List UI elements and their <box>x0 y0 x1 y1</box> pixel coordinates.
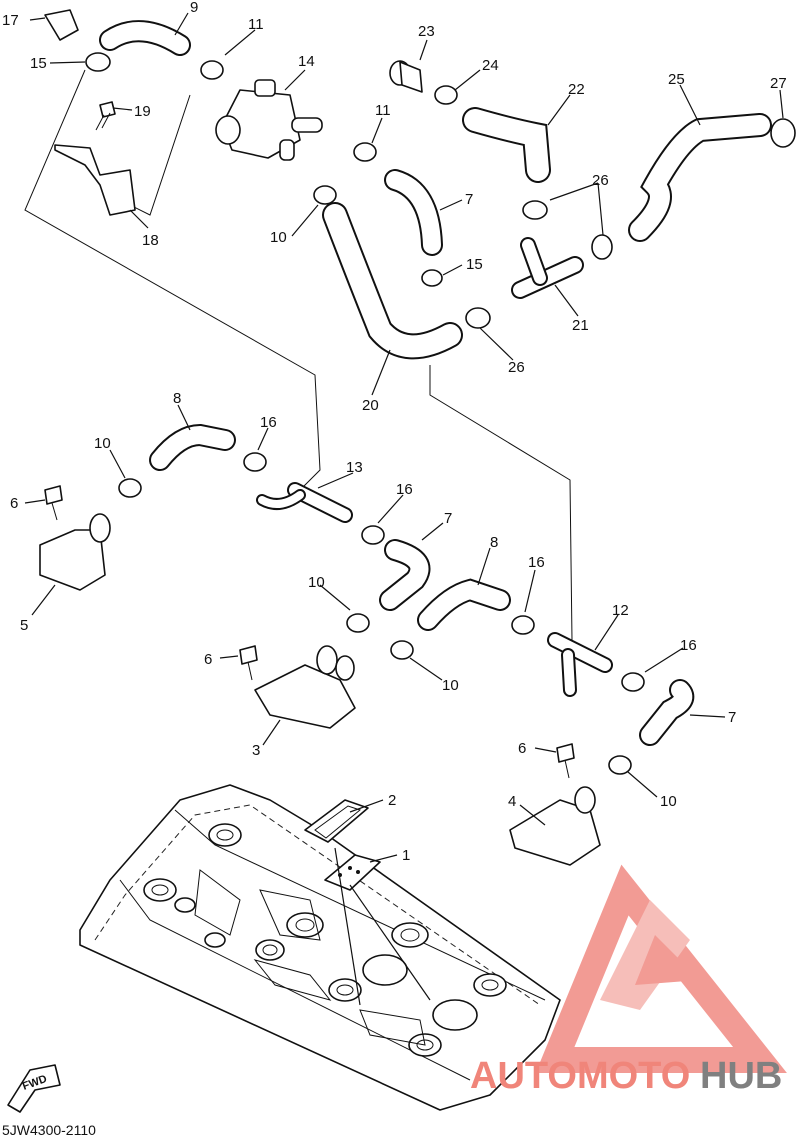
callout-25: 25 <box>668 71 685 88</box>
routing-lines <box>24 69 573 641</box>
diagram-code: 5JW4300-2110 <box>2 1122 96 1137</box>
callout-15b: 15 <box>466 256 483 273</box>
callout-11: 11 <box>248 16 264 33</box>
callout-16a: 16 <box>260 414 277 431</box>
watermark-primary: AUTOMOTO <box>470 1055 690 1097</box>
callout-7c: 7 <box>728 709 736 726</box>
callout-14: 14 <box>298 53 315 70</box>
callout-15: 15 <box>30 55 47 72</box>
callout-7a: 7 <box>465 191 473 208</box>
callout-10d: 10 <box>442 677 459 694</box>
leader-lines <box>24 12 784 1006</box>
reed-cover-5 <box>39 529 106 591</box>
callout-6b: 6 <box>204 651 212 668</box>
callout-16d: 16 <box>680 637 697 654</box>
hoses <box>99 20 772 746</box>
callout-19: 19 <box>134 103 151 120</box>
callout-1: 1 <box>402 847 410 864</box>
callout-27: 27 <box>770 75 787 92</box>
callout-20: 20 <box>362 397 379 414</box>
cylinder-head-cover <box>79 784 561 1111</box>
callout-5: 5 <box>20 617 28 634</box>
reed-cover-3 <box>254 664 356 729</box>
fwd-arrow-icon: FWD <box>7 1064 61 1113</box>
callout-4: 4 <box>508 793 516 810</box>
fittings <box>39 9 601 866</box>
callout-6c: 6 <box>518 740 526 757</box>
callout-17: 17 <box>2 12 19 29</box>
callout-7b: 7 <box>444 510 452 527</box>
watermark-text: AUTOMOTO HUB <box>470 1055 782 1097</box>
callout-3: 3 <box>252 742 260 759</box>
callout-8a: 8 <box>173 390 181 407</box>
watermark-secondary: HUB <box>700 1055 782 1097</box>
callout-16c: 16 <box>528 554 545 571</box>
callout-9: 9 <box>190 0 198 16</box>
callout-10a: 10 <box>270 229 287 246</box>
callout-12: 12 <box>612 602 629 619</box>
reed-valve-cover-2 <box>304 799 369 843</box>
plug-holes <box>143 823 507 1057</box>
callout-2: 2 <box>388 792 396 809</box>
callout-6a: 6 <box>10 495 18 512</box>
callout-10c: 10 <box>308 574 325 591</box>
callout-8b: 8 <box>490 534 498 551</box>
air-cutoff-valve-14 <box>215 79 323 161</box>
callout-23: 23 <box>418 23 435 40</box>
callout-13: 13 <box>346 459 363 476</box>
callout-26a: 26 <box>592 172 609 189</box>
callout-21: 21 <box>572 317 589 334</box>
callout-24: 24 <box>482 57 499 74</box>
callout-10b: 10 <box>94 435 111 452</box>
reed-cover-4 <box>509 799 601 866</box>
watermark-logo <box>535 864 787 1073</box>
callout-10e: 10 <box>660 793 677 810</box>
callout-labels: 17 9 11 15 19 14 23 24 22 25 27 11 7 26 … <box>2 0 787 864</box>
callout-16b: 16 <box>396 481 413 498</box>
callout-11b: 11 <box>375 102 391 119</box>
callout-18: 18 <box>142 232 159 249</box>
callout-26b: 26 <box>508 359 525 376</box>
hose-clamps <box>85 52 796 775</box>
callout-22: 22 <box>568 81 585 98</box>
